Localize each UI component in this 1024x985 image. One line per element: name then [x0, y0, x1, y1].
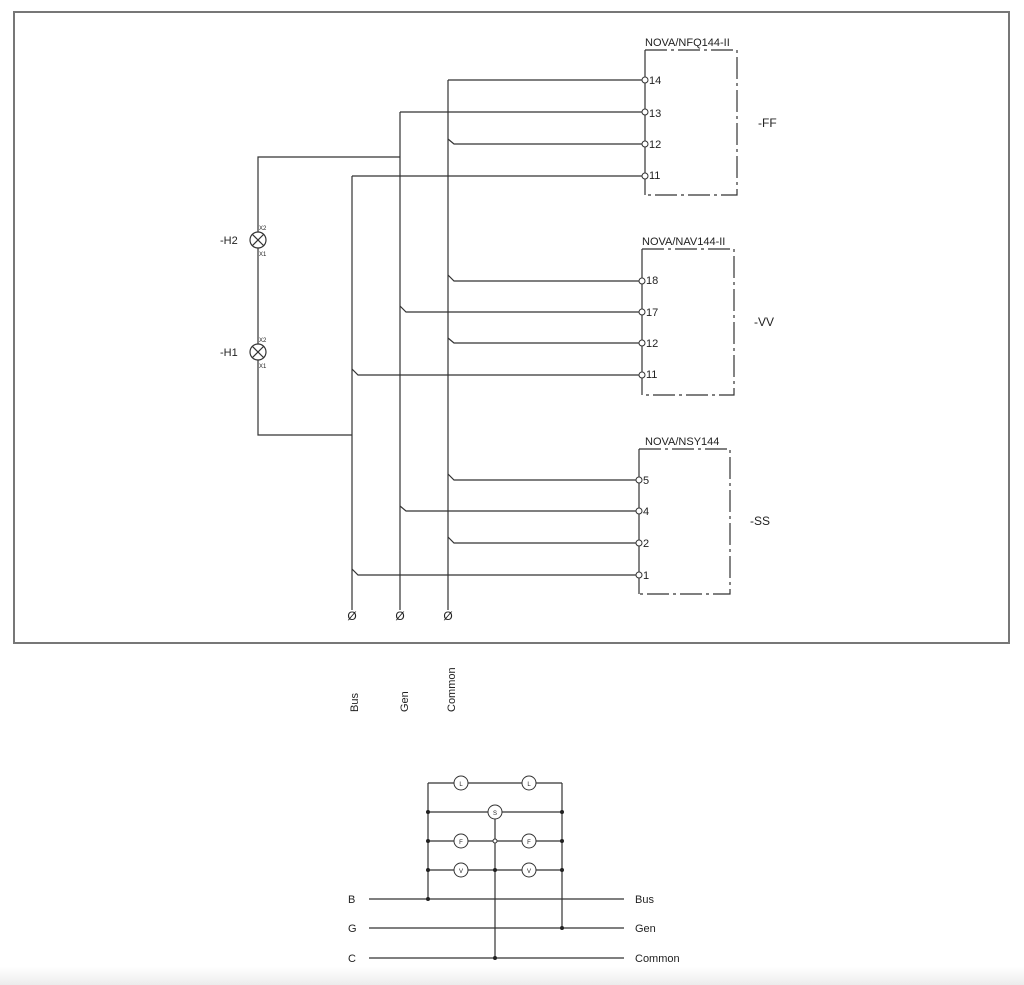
- wiring-vv: [351, 274, 639, 376]
- ss-terminal-1: 1: [643, 570, 649, 582]
- lamp-h2-tag: -H2: [220, 235, 238, 247]
- vertical-buses: [351, 80, 449, 610]
- line-letter-c: C: [348, 953, 356, 965]
- svg-text:F: F: [527, 840, 531, 846]
- bottom-fade: [0, 967, 1024, 985]
- ss-terminal-4: 4: [643, 506, 649, 518]
- line-name-gen: Gen: [635, 923, 656, 935]
- lamp-h1-pin-bottom: X1: [259, 364, 267, 370]
- bus-label-common: Common: [446, 667, 458, 712]
- volt-symbol-2: V: [521, 862, 537, 878]
- vv-terminal-17: 17: [646, 307, 658, 319]
- svg-text:L: L: [459, 782, 463, 788]
- volt-symbol-1: V: [453, 862, 469, 878]
- device-ss: NOVA/NSY144 -SS 5 4 2 1: [638, 436, 770, 595]
- device-ss-tag: -SS: [750, 514, 770, 528]
- vv-terminal-12: 12: [646, 338, 658, 350]
- ff-terminal-11: 11: [649, 170, 660, 182]
- device-vv-tag: -VV: [754, 315, 774, 329]
- ff-terminal-12: 12: [649, 139, 661, 151]
- bus-label-bus: Bus: [349, 693, 361, 712]
- ss-terminal-2: 2: [643, 538, 649, 550]
- freq-symbol-2: F: [521, 833, 537, 849]
- line-letter-b: B: [348, 894, 355, 906]
- junction-dots: [426, 810, 564, 960]
- svg-text:L: L: [527, 782, 531, 788]
- ff-terminal-14: 14: [649, 75, 661, 87]
- lamp-h2-pin-bottom: X1: [259, 252, 267, 258]
- wiring-ss: [351, 473, 636, 576]
- lamp-symbol-2: L: [521, 775, 537, 791]
- bus-symbol-gen: Ø: [395, 609, 404, 623]
- bus-symbol-bus: Ø: [347, 609, 356, 623]
- lamp-symbol-1: L: [453, 775, 469, 791]
- vv-terminal-18: 18: [646, 275, 658, 287]
- freq-symbol-1: F: [453, 833, 469, 849]
- device-vv: NOVA/NAV144-II -VV 18 17 12 11: [641, 236, 774, 396]
- svg-text:V: V: [459, 869, 463, 875]
- lamp-h1: -H1 X2 X1: [220, 338, 352, 436]
- lamp-h2-pin-top: X2: [259, 226, 267, 232]
- line-letter-g: G: [348, 923, 357, 935]
- lamp-h1-pin-top: X2: [259, 338, 267, 344]
- svg-text:V: V: [527, 869, 531, 875]
- wiring-ff: [257, 79, 642, 232]
- device-vv-model: NOVA/NAV144-II: [642, 236, 725, 248]
- lamp-h2: -H2 X2 X1: [220, 226, 267, 344]
- device-ff-model: NOVA/NFQ144-II: [645, 37, 730, 49]
- sync-symbol: S: [487, 804, 503, 820]
- svg-text:S: S: [493, 811, 497, 817]
- line-name-common: Common: [635, 953, 680, 965]
- lamp-h1-tag: -H1: [220, 347, 238, 359]
- bus-label-gen: Gen: [399, 691, 411, 712]
- bus-end-symbols: Ø Ø Ø: [347, 609, 452, 623]
- ff-terminal-13: 13: [649, 108, 661, 120]
- svg-text:F: F: [459, 840, 463, 846]
- device-ff: NOVA/NFQ144-II -FF 14 13 12 11: [644, 37, 777, 196]
- device-ss-model: NOVA/NSY144: [645, 436, 719, 448]
- terminal-markers: [635, 76, 649, 579]
- ss-terminal-5: 5: [643, 475, 649, 487]
- bus-symbol-common: Ø: [443, 609, 452, 623]
- vv-terminal-11: 11: [646, 369, 657, 381]
- upper-frame: [13, 11, 1010, 644]
- line-name-bus: Bus: [635, 894, 654, 906]
- device-ff-tag: -FF: [758, 116, 777, 130]
